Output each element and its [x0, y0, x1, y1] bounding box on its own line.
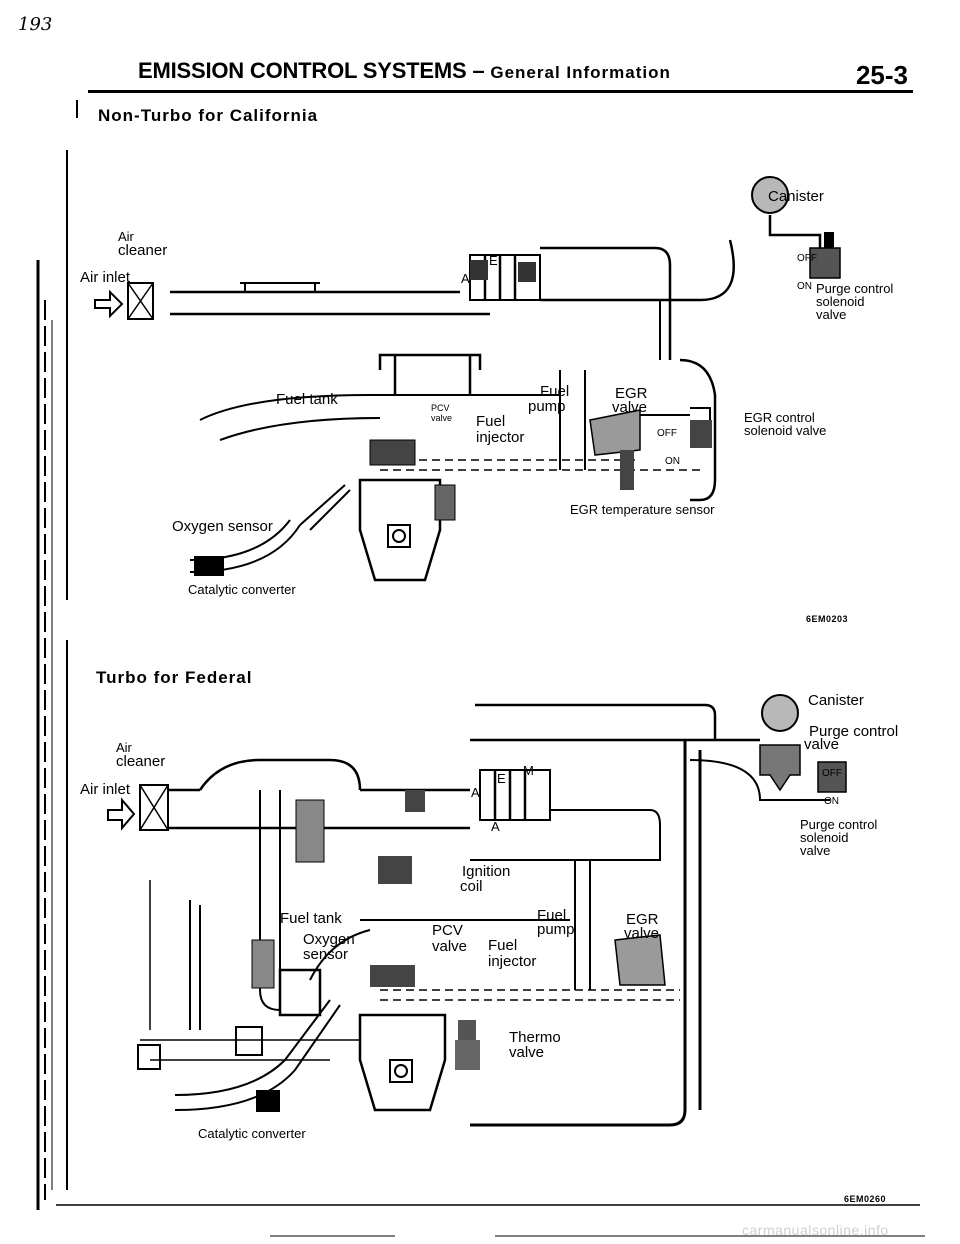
- purge-control-label-1a: Purge control: [816, 281, 894, 296]
- catalytic-converter-label-2: Catalytic converter: [198, 1126, 306, 1141]
- page-title-separator: –: [466, 58, 491, 83]
- pcv-label-2a: PCV: [432, 922, 463, 939]
- fuel-pump-label-1b: pump: [528, 398, 566, 415]
- egr-solenoid-label-1b: solenoid valve: [744, 423, 827, 438]
- ignition-coil-label-2b: coil: [460, 878, 483, 895]
- canister-2: [761, 694, 799, 732]
- page-number: 25-3: [855, 60, 908, 90]
- purge-control-label-2b: valve: [804, 736, 840, 753]
- oxygen-sensor-label-2a: Oxygen: [303, 931, 355, 948]
- fuel-pump-label-1a: Fuel: [540, 383, 570, 400]
- pcv-label-2b: valve: [432, 938, 468, 955]
- catalytic-converter-label-1: Catalytic converter: [188, 582, 296, 597]
- egr-valve-label-1a: EGR: [615, 385, 648, 402]
- canister-1: [751, 176, 789, 214]
- oxygen-sensor-label-2b: sensor: [303, 946, 349, 963]
- egr-off-1: OFF: [657, 428, 677, 439]
- air-cleaner-label-2b: cleaner: [116, 753, 166, 770]
- intercooler: [295, 799, 325, 863]
- egr-valve-1: [589, 409, 641, 456]
- air-inlet-label-1: Air inlet: [80, 269, 131, 286]
- ignition-coil-label-2a: Ignition: [462, 863, 511, 880]
- fuel-injector-label-1b: injector: [476, 429, 525, 446]
- marker-m-2: M: [523, 763, 534, 778]
- canister-label-2: Canister: [808, 692, 864, 709]
- purge-on-2: ON: [824, 796, 839, 807]
- purge-control-label-2a: Purge control: [809, 723, 899, 740]
- purge-solenoid-2: [817, 761, 847, 793]
- marker-a-2b: A: [491, 819, 500, 834]
- oxygen-sensor-label-1: Oxygen sensor: [172, 518, 273, 535]
- purge-control-label-1c: valve: [816, 307, 847, 322]
- marker-e-2: E: [497, 771, 506, 786]
- canister-label-1: Canister: [768, 188, 824, 205]
- catalytic-converter-1: [194, 556, 224, 576]
- pcv-label-1b: valve: [431, 413, 453, 423]
- egr-valve-2: [614, 934, 666, 986]
- fuel-injector-label-1a: Fuel: [476, 413, 506, 430]
- footer-watermark: carmanualsonline.info: [742, 1222, 889, 1238]
- purge-control-label-1b: solenoid: [816, 294, 865, 309]
- fuel-pump-label-2a: Fuel: [537, 907, 567, 924]
- section-heading-non-turbo: Non-Turbo for California: [98, 106, 319, 125]
- marker-a-2a: A: [471, 785, 480, 800]
- purge-solenoid-label-2c: valve: [800, 843, 831, 858]
- fuel-tank-label-2: Fuel tank: [280, 910, 342, 927]
- air-cleaner-label-2a: Air: [116, 740, 132, 755]
- egr-on-1: ON: [665, 456, 680, 467]
- section-heading-turbo: Turbo for Federal: [96, 668, 253, 687]
- purge-solenoid-label-2b: solenoid: [800, 830, 849, 845]
- air-cleaner-label-1a: Air: [118, 229, 134, 244]
- page-title: EMISSION CONTROL SYSTEMS – General Infor…: [138, 58, 671, 84]
- marker-e-1: E: [489, 253, 498, 268]
- header-rule: [88, 90, 913, 93]
- fuel-tank-label-1: Fuel tank: [276, 391, 338, 408]
- purge-control-valve-2: [759, 744, 801, 792]
- egr-valve-label-2b: valve: [624, 925, 660, 942]
- purge-off-1: OFF: [797, 253, 817, 264]
- thermo-valve-label-2a: Thermo: [509, 1029, 561, 1046]
- page-subtitle: General Information: [490, 63, 671, 82]
- fuel-pump-label-2b: pump: [537, 921, 575, 938]
- air-cleaner-label-1b: cleaner: [118, 242, 168, 259]
- egr-valve-label-2a: EGR: [626, 911, 659, 928]
- fuel-injector-label-2b: injector: [488, 953, 537, 970]
- figure-code-1: 6EM0203: [806, 614, 849, 624]
- purge-on-1: ON: [797, 281, 812, 292]
- fuel-injector-label-2a: Fuel: [488, 937, 518, 954]
- thermo-valve-label-2b: valve: [509, 1044, 545, 1061]
- egr-valve-label-1b: valve: [612, 399, 648, 416]
- air-inlet-label-2: Air inlet: [80, 781, 131, 798]
- egr-solenoid-label-1a: EGR control: [744, 410, 815, 425]
- figure-code-2: 6EM0260: [844, 1194, 887, 1204]
- marker-a-1: A: [461, 271, 470, 286]
- page-title-main: EMISSION CONTROL SYSTEMS: [138, 58, 467, 83]
- egr-temp-sensor-label-1: EGR temperature sensor: [570, 502, 715, 517]
- purge-solenoid-1: [809, 247, 841, 279]
- catalytic-converter-2: [256, 1090, 280, 1112]
- purge-solenoid-label-2a: Purge control: [800, 817, 878, 832]
- page-corner-mark: 193: [18, 14, 53, 35]
- pcv-label-1a: PCV: [431, 403, 450, 413]
- purge-off-2: OFF: [822, 768, 842, 779]
